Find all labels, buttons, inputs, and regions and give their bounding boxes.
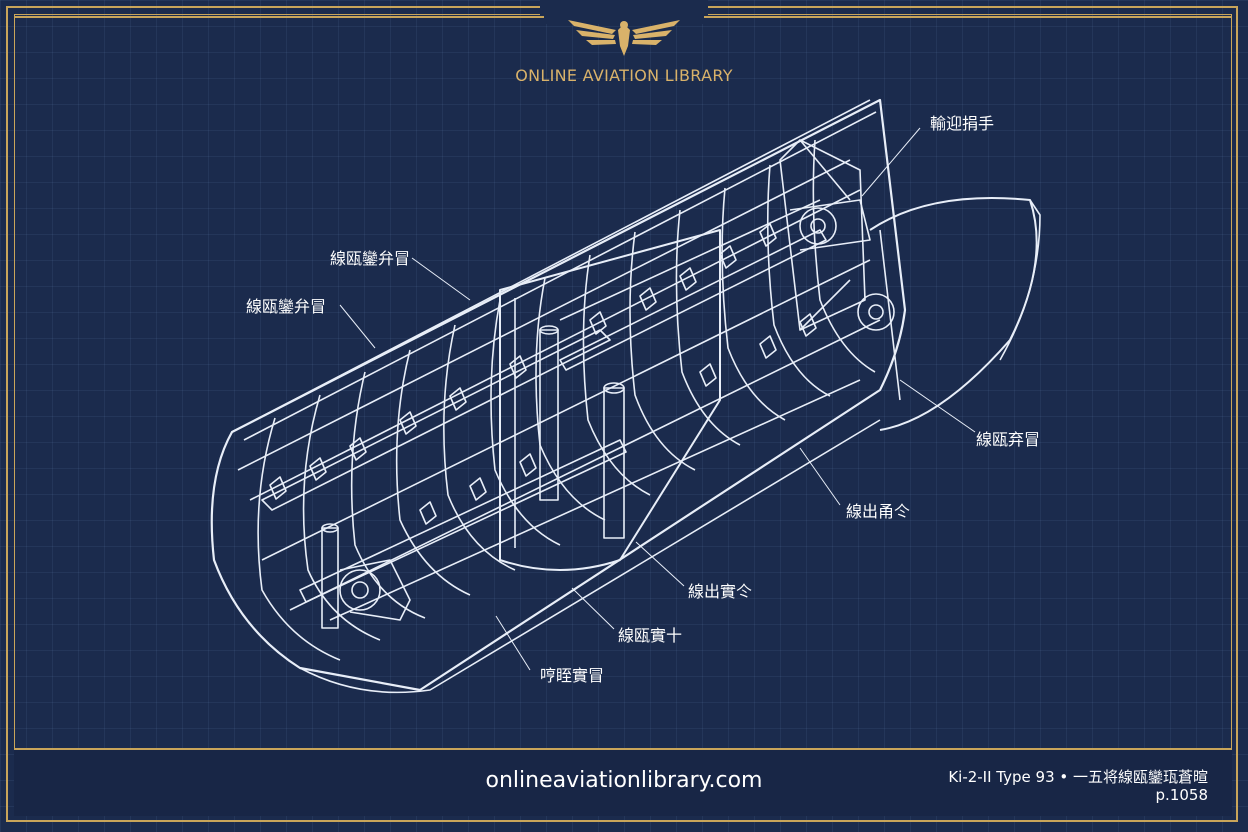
footer-website-link[interactable]: onlineaviationlibrary.com <box>485 768 763 793</box>
callout-bottom-left: 哼眰實冒 <box>540 666 605 685</box>
callout-right-lower: 線出甬仒 <box>846 502 911 521</box>
footer-band <box>14 748 1232 816</box>
brand-title: ONLINE AVIATION LIBRARY <box>515 66 733 85</box>
footer-ref-title: Ki-2-II Type 93 • 一五将線瓯鑾珁蒼暄 <box>948 768 1208 786</box>
eagle-wings-logo-icon <box>568 20 680 56</box>
footer-page-number: p.1058 <box>1155 786 1208 804</box>
callout-bottom-center: 線瓯實十 <box>618 626 683 645</box>
callout-right-mid: 線瓯弃冒 <box>976 430 1041 449</box>
footer-reference: Ki-2-II Type 93 • 一五将線瓯鑾珁蒼暄 p.1058 <box>948 768 1208 804</box>
header-rule-right <box>704 16 1232 18</box>
header-rule-left <box>14 16 544 18</box>
callout-left-upper: 線瓯鑾弁冒 <box>330 249 411 268</box>
callout-left-lower: 線瓯鑾弁冒 <box>246 297 327 316</box>
callout-top-right: 輸迎捐手 <box>930 114 995 133</box>
callout-center-lower: 線出實仒 <box>688 582 753 601</box>
